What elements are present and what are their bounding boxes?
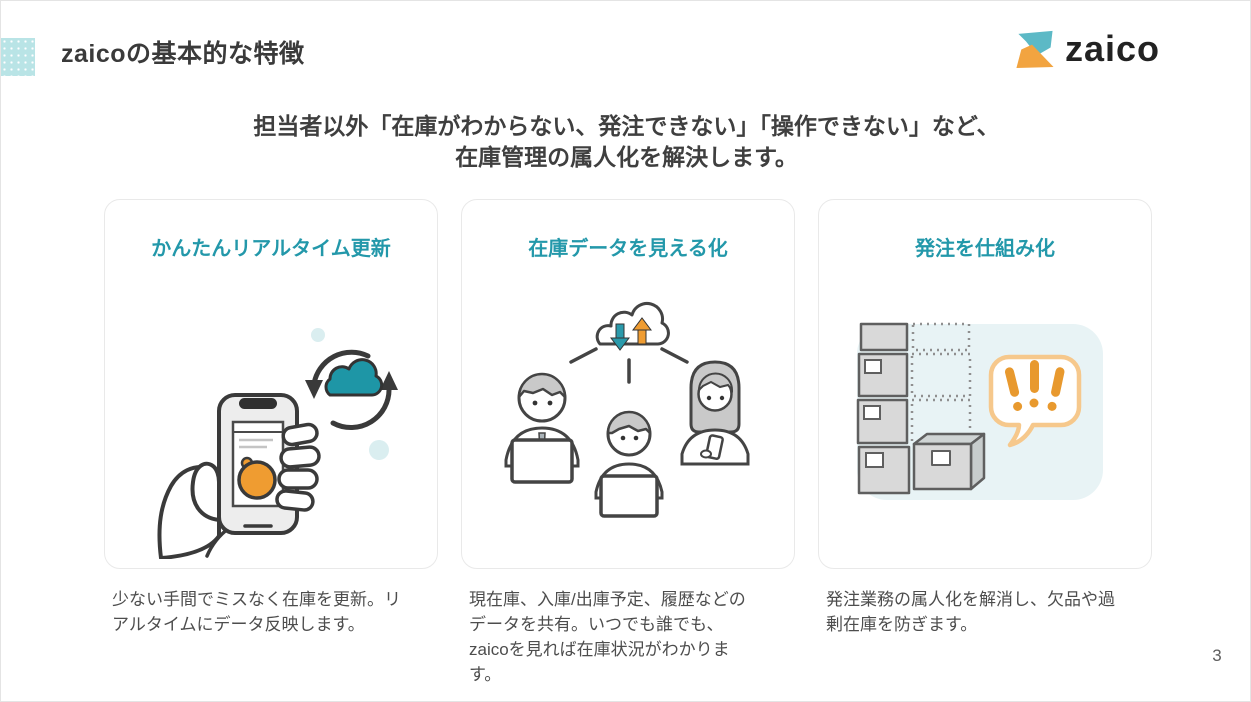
feature-card-realtime: かんたんリアルタイム更新 — [104, 199, 438, 569]
card-description: 発注業務の属人化を解消し、欠品や過剰在庫を防ぎます。 — [826, 590, 1115, 634]
upload-arrow-icon — [632, 317, 652, 345]
card-descriptions: 少ない手間でミスなく在庫を更新。リアルタイムにデータ反映します。 現在庫、入庫/… — [104, 587, 1152, 687]
card-title: 発注を仕組み化 — [915, 238, 1055, 260]
page-number: 3 — [1212, 646, 1222, 665]
team-cloud-share-illustration — [504, 302, 750, 518]
stock-boxes-alert-illustration — [856, 322, 1103, 500]
exclamation-marks-icon — [1004, 360, 1065, 411]
title-accent-square — [1, 38, 35, 76]
person-phone-icon — [680, 360, 750, 466]
hand-phone-cloud-sync-illustration — [157, 328, 398, 559]
zaico-logo: zaico — [1012, 28, 1160, 69]
empty-slots-icon — [910, 322, 972, 445]
person-laptop-icon — [594, 410, 664, 518]
deco-dot-icon — [311, 328, 325, 342]
feature-card-ordering: 発注を仕組み化 — [818, 199, 1152, 569]
connector-lines — [569, 347, 689, 384]
card-title: かんたんリアルタイム更新 — [151, 238, 391, 260]
download-arrow-icon — [610, 323, 630, 351]
feature-card-visibility: 在庫データを見える化 — [461, 199, 795, 569]
zaico-logo-text: zaico — [1065, 27, 1161, 69]
card-description: 現在庫、入庫/出庫予定、履歴などのデータを共有。いつでも誰でも、zaicoを見れ… — [469, 590, 746, 684]
cloud-icon — [324, 358, 384, 397]
person-laptop-icon — [504, 372, 580, 484]
feature-cards: かんたんリアルタイム更新 — [104, 199, 1152, 569]
page-title: zaicoの基本的な特徴 — [61, 40, 305, 68]
card-title: 在庫データを見える化 — [528, 238, 728, 260]
box-3d-icon — [912, 432, 986, 491]
card-description: 少ない手間でミスなく在庫を更新。リアルタイムにデータ反映します。 — [112, 590, 401, 634]
cloud-icon — [595, 302, 670, 346]
lead-text: 担当者以外「在庫がわからない、発注できない」「操作できない」など、 在庫管理の属… — [1, 111, 1251, 173]
apple-icon — [237, 460, 277, 500]
lead-line-2: 在庫管理の属人化を解決します。 — [455, 144, 798, 170]
deco-dot-icon — [369, 440, 389, 460]
lead-line-1: 担当者以外「在庫がわからない、発注できない」「操作できない」など、 — [253, 113, 1000, 139]
sync-arrows-icon — [311, 349, 392, 431]
fingers-icon — [190, 422, 321, 522]
zaico-logo-icon — [1016, 30, 1054, 69]
inventory-boxes-icon — [856, 322, 911, 495]
